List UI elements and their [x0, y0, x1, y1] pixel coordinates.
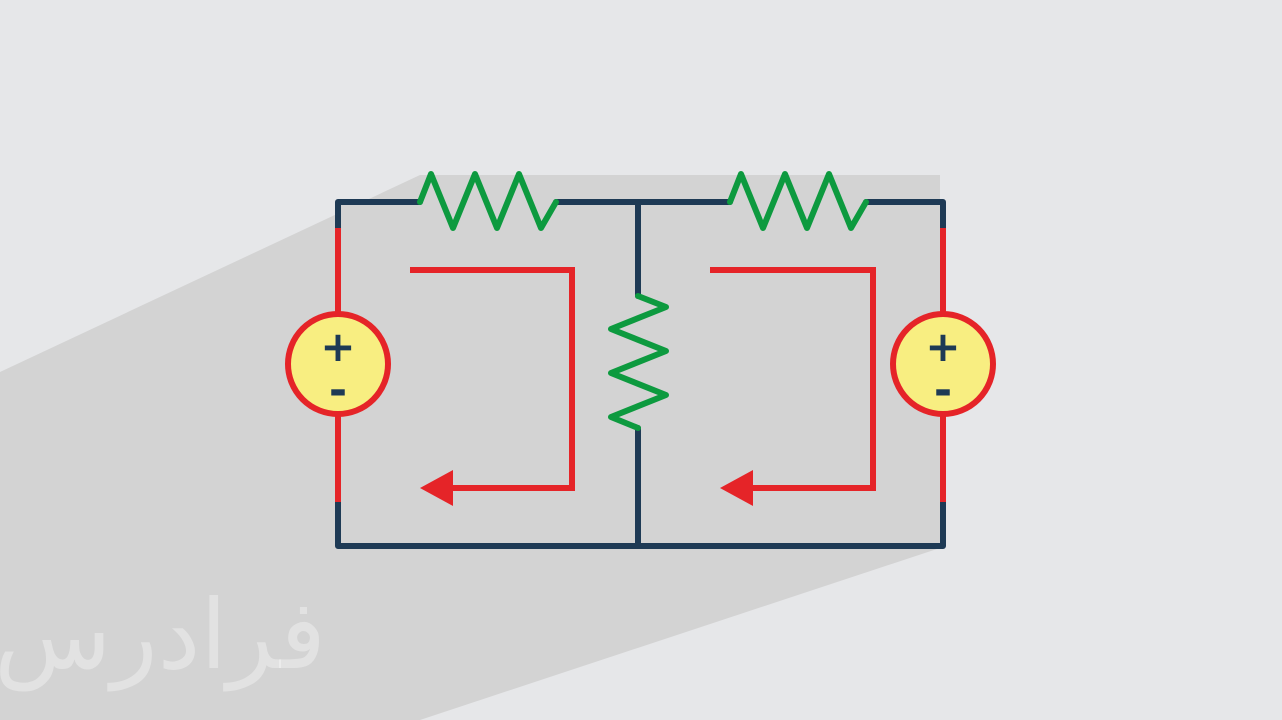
wire-bottom: [335, 499, 946, 549]
wires: [335, 199, 946, 549]
zigzag-resistor-icon: [608, 293, 669, 431]
zigzag-resistor-icon: [727, 171, 869, 231]
source-minus-sign: -: [934, 365, 952, 416]
zigzag-resistor-icon: [417, 171, 559, 231]
mesh-current-arrow-icon: [710, 267, 876, 506]
source-plus-sign: +: [925, 322, 960, 371]
right-voltage-source: + -: [890, 311, 996, 417]
wire-top-left: [335, 199, 423, 231]
mesh-current-arrow-icon: [410, 267, 575, 506]
source-plus-sign: +: [320, 322, 355, 371]
wire-top-right: [863, 199, 946, 231]
left-voltage-source: + -: [285, 311, 391, 417]
voltage-source-icon: [285, 311, 391, 417]
source-minus-sign: -: [329, 365, 347, 416]
resistors: [417, 171, 869, 431]
source-leads: [335, 228, 946, 502]
watermark-logo: فرادرس: [0, 579, 326, 692]
voltage-source-icon: [890, 311, 996, 417]
mesh-currents: [410, 267, 876, 506]
